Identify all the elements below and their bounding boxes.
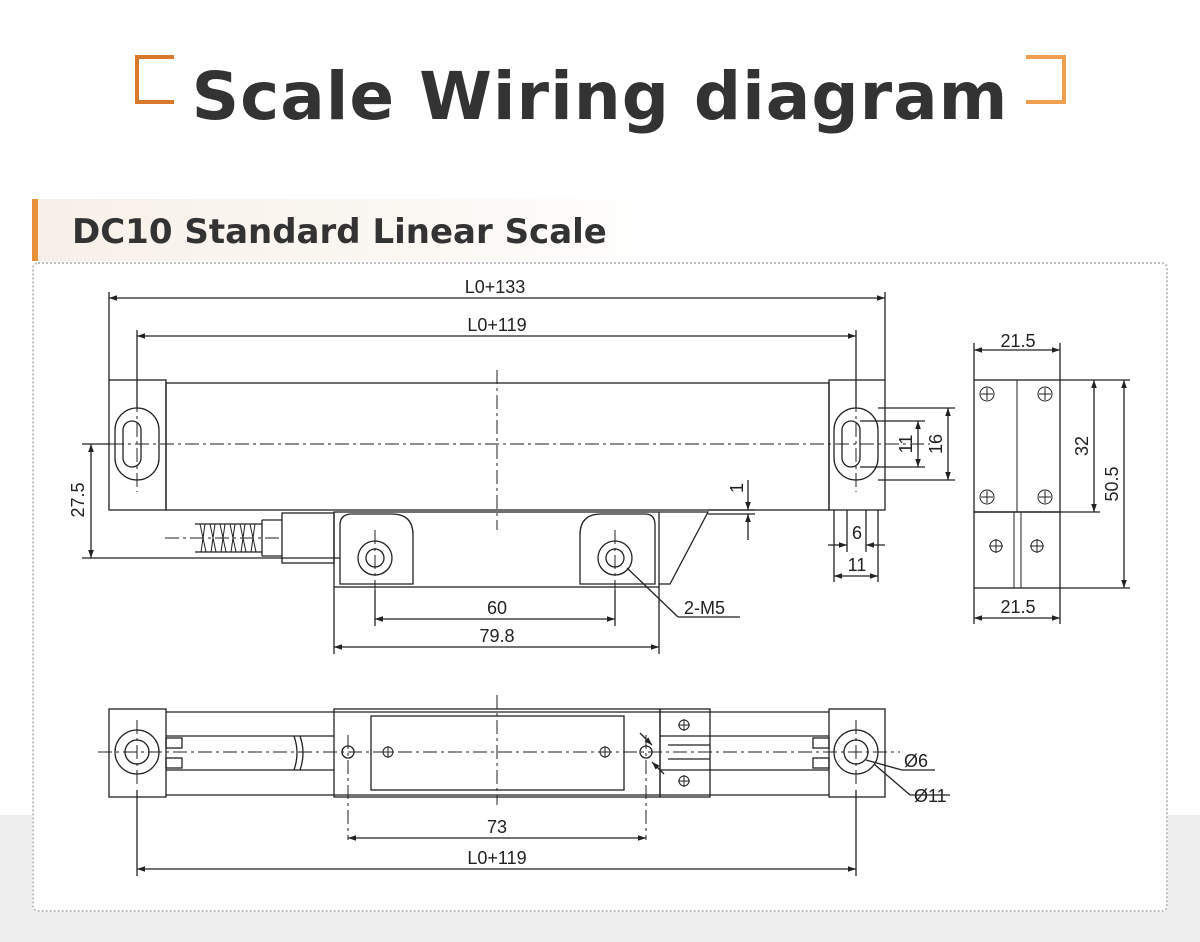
- reading-head: [333, 511, 710, 588]
- dim-reader-length: 79.8: [479, 626, 514, 646]
- dim-side-width-bottom: 21.5: [1000, 597, 1035, 617]
- dim-hole-d11: Ø11: [914, 786, 947, 806]
- dim-side-height-32: 32: [1072, 436, 1092, 456]
- dim-slot-outer: 16: [926, 434, 946, 454]
- side-lower-head: [973, 511, 1061, 589]
- dim-mount-length-bottom: L0+119: [467, 848, 526, 868]
- dim-end-width-11: 11: [848, 555, 867, 575]
- dimension-lines: [82, 292, 955, 654]
- page-title: Scale Wiring diagram: [0, 52, 1200, 142]
- dim-slot-inner: 11: [896, 435, 916, 454]
- dim-overall-length: L0+133: [465, 277, 526, 297]
- scale-side-view: [973, 343, 1130, 624]
- section-title: DC10 Standard Linear Scale: [32, 199, 669, 261]
- scale-plan-view: [108, 708, 950, 798]
- dim-bottom-pitch: 73: [487, 817, 507, 837]
- head-lug-left: [339, 513, 414, 585]
- page-title-text: Scale Wiring diagram: [173, 52, 1027, 142]
- head-bracket: [659, 511, 710, 585]
- dim-end-width-6: 6: [852, 523, 862, 543]
- center-lines: [85, 370, 930, 590]
- cable-gland: [281, 512, 335, 564]
- dim-cable-height: 27.5: [68, 482, 88, 517]
- dim-side-height-total: 50.5: [1102, 466, 1122, 501]
- dim-mount-length-top: L0+119: [467, 315, 526, 335]
- dim-mount-screws: 2-M5: [684, 598, 725, 618]
- dim-side-width-top: 21.5: [1000, 331, 1035, 351]
- plan-right-end: [828, 708, 886, 798]
- head-lug-right: [579, 513, 656, 585]
- cable-sheath: [195, 523, 262, 553]
- cable-collar: [261, 519, 282, 557]
- leader-m5: [626, 567, 679, 618]
- dim-hole-pitch: 60: [487, 598, 507, 618]
- dim-hole-d6: Ø6: [904, 751, 928, 771]
- right-end-cap: [828, 379, 886, 511]
- side-screws: [979, 386, 1053, 553]
- dim-reader-offset: 1: [727, 483, 747, 493]
